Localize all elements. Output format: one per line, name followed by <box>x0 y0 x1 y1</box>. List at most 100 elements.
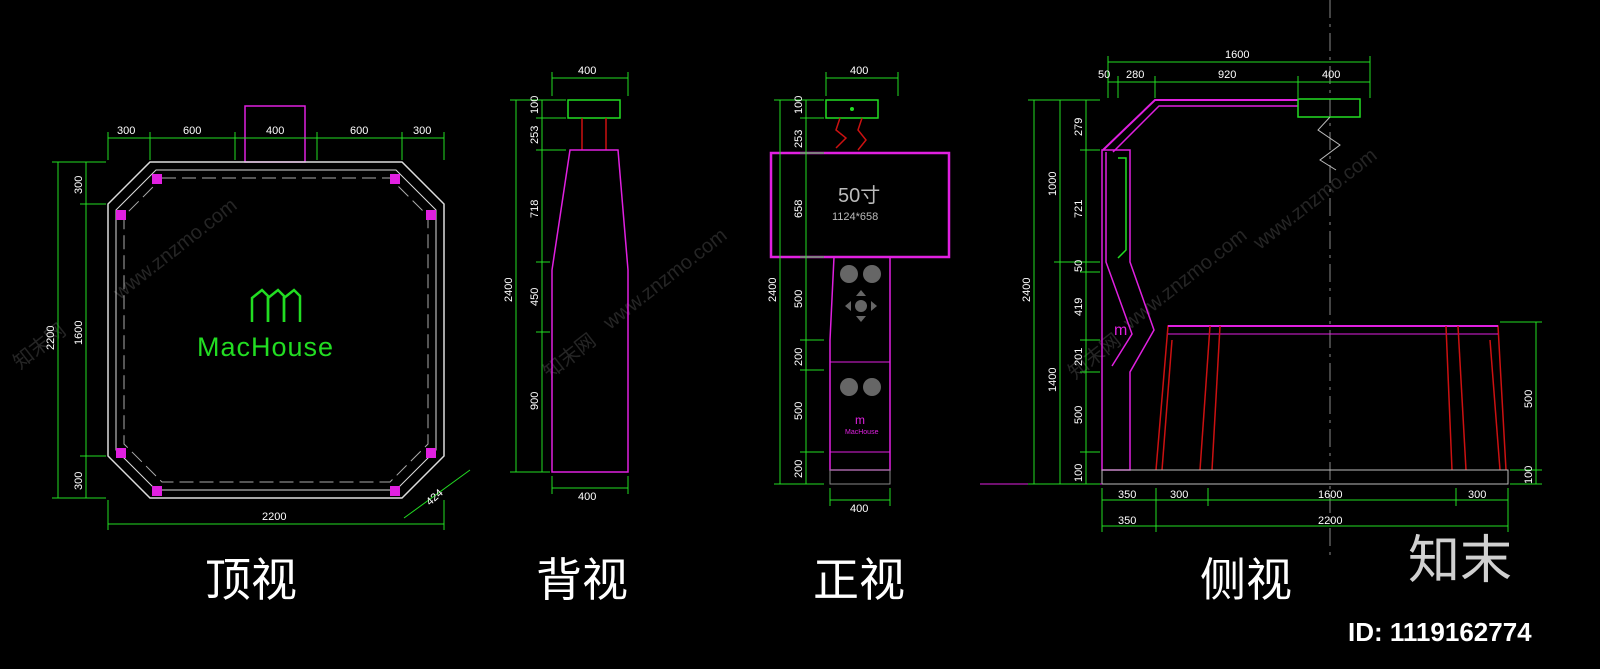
back-head-cap <box>567 99 621 119</box>
dim-side-top-0: 50 <box>1098 69 1110 81</box>
dim-side-bottom-1: 300 <box>1170 489 1188 501</box>
dim-back-3: 450 <box>529 288 541 306</box>
dim-back-top: 400 <box>578 65 596 77</box>
side-head-cap <box>1297 98 1361 118</box>
front-neck-line <box>857 117 867 151</box>
base-plate <box>1101 469 1509 485</box>
dim-line-bottom <box>107 469 471 530</box>
bench-leg <box>1445 325 1453 471</box>
dim-side-top-overall: 1600 <box>1225 49 1249 61</box>
bench-leg <box>1489 339 1501 471</box>
dim-left-0: 300 <box>73 176 85 194</box>
post <box>152 486 162 496</box>
dim-side-bottom-3: 300 <box>1468 489 1486 501</box>
dim-back-overall: 2400 <box>503 278 515 302</box>
front-logo-icon: m <box>855 413 865 427</box>
post <box>426 210 436 220</box>
dim-side-bottom2-0: 350 <box>1118 515 1136 527</box>
screen-size: 1124*658 <box>832 211 878 223</box>
dim-side-bottom-0: 350 <box>1118 489 1136 501</box>
bench-leg <box>1199 325 1211 471</box>
caption-back-view: 背视 <box>536 553 628 607</box>
dim-front-6: 200 <box>793 460 805 478</box>
dim-line-side-bottom <box>1101 488 1509 532</box>
dim-back-4: 900 <box>529 392 541 410</box>
bench-leg <box>1211 325 1221 471</box>
control-button <box>855 300 867 312</box>
dim-side-right-0: 500 <box>1523 390 1535 408</box>
side-logo-icon: m <box>1114 322 1127 339</box>
dim-side-outer-1: 1400 <box>1047 368 1059 392</box>
front-view: 50寸 1124*658 MacHouse m <box>767 65 951 607</box>
dim-top-3: 600 <box>350 125 368 137</box>
post <box>390 174 400 184</box>
dim-side-top-2: 920 <box>1218 69 1236 81</box>
arrow-left-icon <box>845 301 851 311</box>
brand-id: ID: 1119162774 <box>1348 617 1532 647</box>
inner-frame <box>115 169 437 491</box>
dim-back-bottom: 400 <box>578 491 596 503</box>
dim-side-overall: 2400 <box>1021 278 1033 302</box>
dim-left-2: 300 <box>73 472 85 490</box>
post <box>116 210 126 220</box>
dim-front-5: 500 <box>793 402 805 420</box>
dim-side-left-2: 50 <box>1073 260 1085 272</box>
front-head-cap <box>825 99 879 119</box>
overhead-arm <box>1102 99 1298 151</box>
dim-line-back <box>510 72 629 494</box>
dim-line-top <box>107 132 445 160</box>
dim-front-3: 500 <box>793 290 805 308</box>
dim-line-side-top <box>1107 56 1371 98</box>
dim-line-side-right <box>1500 321 1542 485</box>
dim-side-bottom-2: 1600 <box>1318 489 1342 501</box>
overhead-arm-inner <box>1112 105 1298 153</box>
dim-back-1: 253 <box>529 126 541 144</box>
dim-side-bottom2-1: 2200 <box>1318 515 1342 527</box>
front-base <box>829 469 891 485</box>
front-neck-line <box>835 117 848 149</box>
post <box>116 448 126 458</box>
dim-top-1: 600 <box>183 125 201 137</box>
caption-top-view: 顶视 <box>205 553 297 607</box>
dim-front-overall: 2400 <box>767 278 779 302</box>
machouse-logo-icon <box>250 288 302 322</box>
dim-front-1: 253 <box>793 130 805 148</box>
brand-name: 知末 <box>1408 531 1512 591</box>
dim-side-left-5: 500 <box>1073 406 1085 424</box>
dim-side-left-0: 279 <box>1073 118 1085 136</box>
dim-top-2: 400 <box>266 125 284 137</box>
side-view: m 1600 50 280 920 400 <box>980 0 1542 607</box>
control-button <box>863 378 881 396</box>
caption-front-view: 正视 <box>813 553 905 607</box>
outer-frame <box>107 161 445 499</box>
dim-side-left-3: 419 <box>1073 298 1085 316</box>
arrow-right-icon <box>871 301 877 311</box>
post <box>152 174 162 184</box>
screen-label: 50寸 <box>838 184 880 207</box>
top-view: MacHouse 300 600 400 600 300 2200 300 16… <box>45 105 471 607</box>
front-head-dot <box>850 107 854 111</box>
watermark-text: www.znzmo.com <box>1249 144 1382 254</box>
front-controls <box>840 265 881 396</box>
dim-top-4: 300 <box>413 125 431 137</box>
front-logo-text: MacHouse <box>845 429 879 436</box>
dim-front-4: 200 <box>793 348 805 366</box>
dim-side-right-1: 100 <box>1523 466 1535 484</box>
post <box>426 448 436 458</box>
machouse-logo-text: MacHouse <box>197 332 334 362</box>
kiosk-side-screen <box>1117 157 1127 259</box>
dim-front-bottom: 400 <box>850 503 868 515</box>
side-cable <box>1317 116 1341 171</box>
front-body <box>829 256 891 471</box>
dim-front-2: 658 <box>793 200 805 218</box>
dim-side-left-1: 721 <box>1073 200 1085 218</box>
caption-side-view: 侧视 <box>1200 553 1292 607</box>
watermark-text: www.znzmo.com <box>1119 224 1252 334</box>
dim-top-0: 300 <box>117 125 135 137</box>
dim-line-front <box>774 72 899 506</box>
dim-bottom: 2200 <box>262 511 286 523</box>
watermark-text: www.znzmo.com <box>599 224 732 334</box>
dim-back-2: 718 <box>529 200 541 218</box>
arrow-down-icon <box>856 316 866 322</box>
